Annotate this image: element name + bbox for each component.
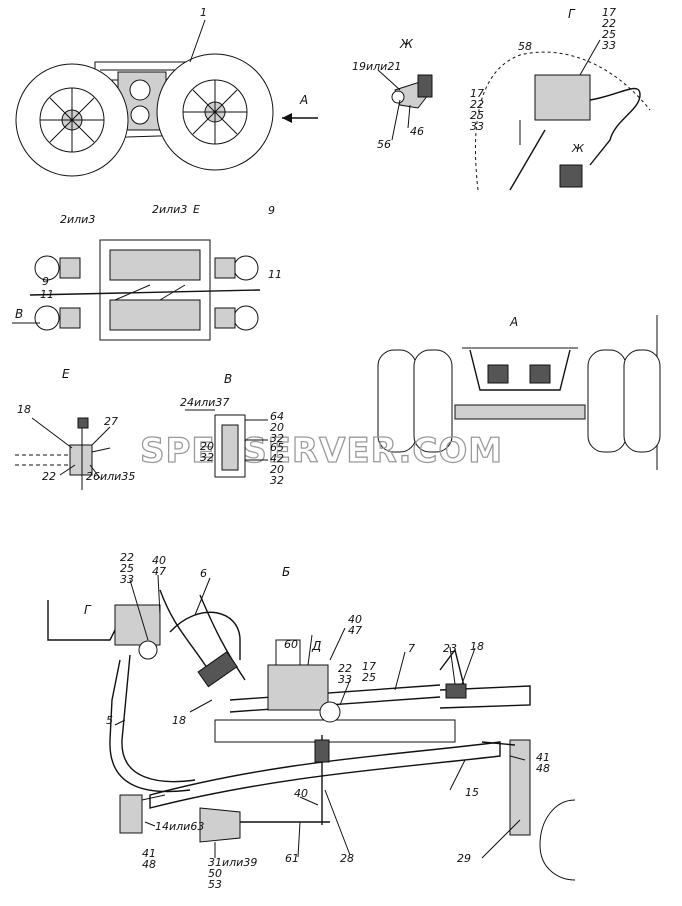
main-label-30: 31или39: [208, 856, 257, 869]
view-zh-label-0: 19или21: [352, 60, 401, 73]
main-label-13: 22: [338, 662, 352, 675]
view-g-label-9: Ж: [571, 142, 585, 155]
main-label-28: 28: [340, 852, 354, 865]
view-zh-drawing: [377, 69, 433, 141]
label-1: 1: [200, 6, 207, 19]
main-label-15: 17: [362, 660, 376, 673]
view-e-label-3: 26или35: [86, 470, 135, 483]
plan-label-5: 11: [268, 268, 282, 281]
main-label-21: 41: [536, 751, 550, 764]
main-label-17: 7: [408, 642, 415, 655]
plan-label-7: В: [15, 307, 23, 321]
main-label-8: 18: [172, 714, 186, 727]
view-v-label-7: 42: [270, 452, 284, 465]
view-g-label-8: 33: [470, 120, 484, 133]
plan-label-1: 2или3: [152, 203, 187, 216]
main-label-3: 40: [152, 554, 166, 567]
main-label-1: 25: [120, 562, 134, 575]
main-label-5: 6: [200, 567, 207, 580]
main-label-11: 40: [348, 613, 362, 626]
view-g-label-1: 17: [602, 6, 616, 19]
main-label-7: 5: [106, 714, 113, 727]
main-label-23: 41: [142, 847, 156, 860]
main-label-12: 47: [348, 624, 362, 637]
main-view-drawing: [47, 574, 576, 881]
view-v-label-9: 32: [270, 474, 284, 487]
main-label-10: Д: [311, 639, 321, 653]
watermark-text: SPECSERVER.COM: [140, 431, 503, 471]
main-label-25: 14или63: [155, 820, 204, 833]
main-label-26: 40: [294, 787, 308, 800]
view-zh-label-1: 46: [410, 125, 424, 138]
view-v-drawing: [185, 409, 268, 478]
main-label-32: 53: [208, 878, 222, 891]
view-g-drawing: [474, 39, 651, 191]
view-g-label-0: 58: [518, 40, 532, 53]
view-v-label-4: 20: [200, 440, 214, 453]
main-label-14: 33: [338, 673, 352, 686]
view-v-label-6: 65: [270, 441, 284, 454]
main-label-0: 22: [120, 551, 134, 564]
plan-label-4: 9: [42, 275, 49, 288]
view-v-title: В: [224, 372, 232, 386]
view-a-drawing: [377, 315, 661, 470]
view-g-title: Г: [568, 7, 576, 21]
main-label-22: 48: [536, 762, 550, 775]
main-label-20: 15: [465, 786, 479, 799]
plan-label-0: 2или3: [60, 213, 95, 226]
view-e-label-1: 27: [104, 415, 118, 428]
main-label-16: 25: [362, 671, 376, 684]
view-v-label-5: 32: [200, 451, 214, 464]
plan-label-3: 9: [268, 204, 275, 217]
main-label-31: 50: [208, 867, 222, 880]
main-label-18: 23: [443, 642, 457, 655]
wheels-rear-view: [15, 19, 318, 177]
view-g-label-5: 17: [470, 87, 484, 100]
view-g-label-2: 22: [602, 17, 616, 30]
view-g-label-7: 25: [470, 109, 484, 122]
plan-view-drawing: [12, 239, 261, 341]
plan-label-2: Е: [193, 203, 200, 216]
view-g-label-4: 33: [602, 39, 616, 52]
main-view-title: Б: [282, 565, 290, 579]
view-a-title: А: [509, 315, 518, 329]
view-e-label-0: 18: [17, 403, 31, 416]
view-g-label-6: 22: [470, 98, 484, 111]
view-g-label-3: 25: [602, 28, 616, 41]
main-label-24: 48: [142, 858, 156, 871]
view-zh-label-2: 56: [377, 138, 391, 151]
main-label-27: 61: [285, 852, 299, 865]
main-label-4: 47: [152, 565, 166, 578]
main-label-6: Г: [84, 603, 92, 617]
view-e-label-2: 22: [42, 470, 56, 483]
main-label-29: 29: [457, 852, 471, 865]
view-v-label-0: 24или37: [180, 396, 229, 409]
view-e-title: Е: [62, 367, 70, 381]
view-v-label-2: 20: [270, 421, 284, 434]
view-v-label-8: 20: [270, 463, 284, 476]
view-v-label-3: 32: [270, 432, 284, 445]
main-label-2: 33: [120, 573, 134, 586]
view-e-drawing: [15, 417, 111, 490]
main-label-9: 60: [284, 638, 298, 651]
main-label-19: 18: [470, 640, 484, 653]
view-v-label-1: 64: [270, 410, 284, 423]
plan-label-6: 11: [40, 288, 54, 301]
view-arrow-a: А: [299, 93, 308, 107]
view-zh-title: Ж: [399, 37, 414, 51]
